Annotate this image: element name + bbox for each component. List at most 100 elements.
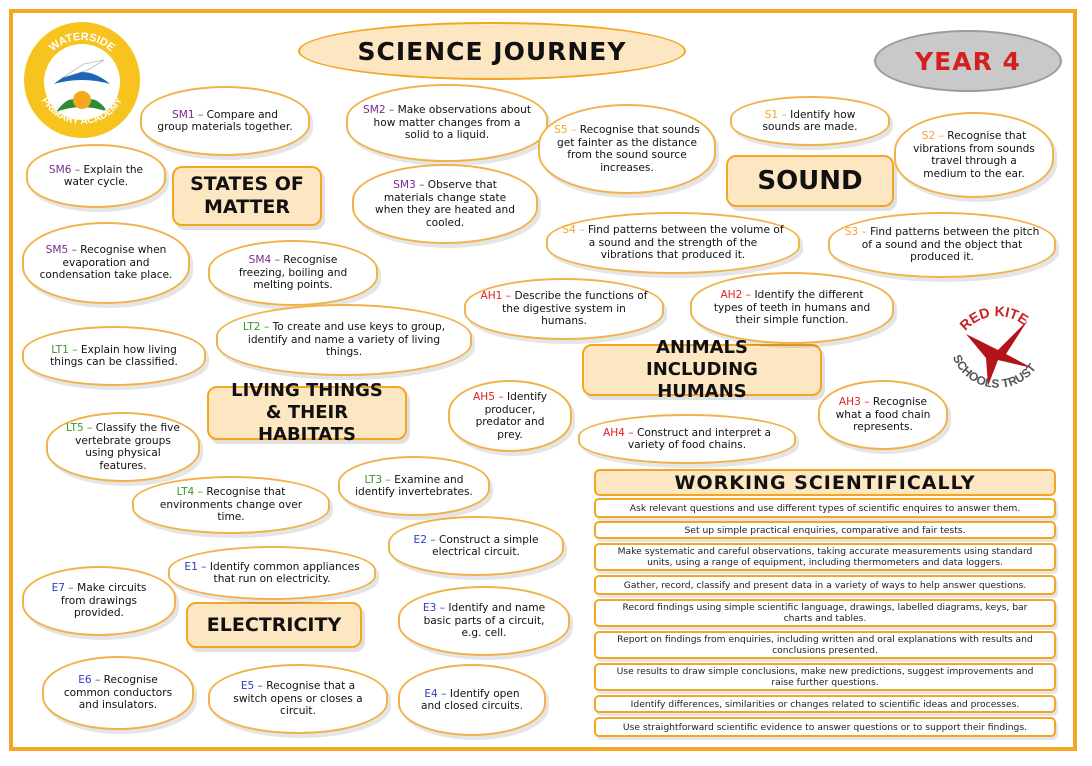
text-e5: Recognise that a switch opens or closes … — [233, 680, 363, 718]
objective-s2: S2 – Recognise that vibrations from soun… — [894, 112, 1054, 198]
code-lt3: LT3 – — [364, 473, 391, 486]
ws-item-text: Set up simple practical enquiries, compa… — [684, 524, 966, 536]
ws-item: Identify differences, similarities or ch… — [594, 695, 1056, 713]
text-ah3: Recognise what a food chain represents. — [835, 396, 931, 434]
page-border — [9, 9, 1077, 751]
text-lt4: Recognise that environments change over … — [159, 486, 303, 524]
objective-sm1: SM1 – Compare and group materials togeth… — [140, 86, 310, 156]
text-sm1: Compare and group materials together. — [157, 108, 293, 134]
objective-sm5: SM5 – Recognise when evaporation and con… — [22, 222, 190, 304]
working-scientifically-title-text: WORKING SCIENTIFICALLY — [674, 471, 976, 494]
code-sm3: SM3 – — [393, 179, 425, 191]
code-lt1: LT1 – — [51, 343, 78, 356]
code-ah4: AH4 – — [602, 426, 634, 439]
objective-lt2: LT2 – To create and use keys to group, i… — [216, 304, 472, 376]
objective-sm4: SM4 – Recognise freezing, boiling and me… — [208, 240, 378, 306]
text-e7: Make circuits from drawings provided. — [60, 582, 147, 620]
heading-electricity-text: ELECTRICITY — [206, 614, 342, 636]
code-e5: E5 – — [240, 680, 263, 693]
heading-sound: SOUND — [726, 155, 894, 207]
ws-item: Report on findings from enquiries, inclu… — [594, 631, 1056, 659]
objective-ah3: AH3 – Recognise what a food chain repres… — [818, 380, 948, 450]
code-lt2: LT2 – — [242, 321, 270, 334]
text-sm4: Recognise freezing, boiling and melting … — [238, 254, 348, 292]
objective-ah4: AH4 – Construct and interpret a variety … — [578, 414, 796, 464]
text-s5: Recognise that sounds get fainter as the… — [556, 124, 700, 174]
heading-states-of-matter: STATES OF MATTER — [172, 166, 322, 226]
code-e3: E3 – — [422, 602, 446, 615]
ws-item: Use results to draw simple conclusions, … — [594, 663, 1056, 691]
code-ah5: AH5 – — [473, 391, 504, 403]
code-s2: S2 – — [921, 130, 944, 142]
code-s3: S3 – — [844, 226, 867, 239]
ws-item-text: Use straightforward scientific evidence … — [622, 721, 1028, 733]
year-badge: YEAR 4 — [874, 30, 1062, 92]
text-sm5: Recognise when evaporation and condensat… — [39, 244, 173, 282]
text-e3: Identify and name basic parts of a circu… — [423, 602, 546, 640]
ws-item-text: Use results to draw simple conclusions, … — [616, 666, 1034, 688]
objective-e2: E2 – Construct a simple electrical circu… — [388, 516, 564, 576]
text-sm2: Make observations about how matter chang… — [373, 104, 532, 142]
objective-e5: E5 – Recognise that a switch opens or cl… — [208, 664, 388, 734]
objective-s1: S1 – Identify how sounds are made. — [730, 96, 890, 146]
text-lt5: Classify the five vertebrate groups usin… — [75, 422, 180, 472]
objective-ah1: AH1 – Describe the functions of the dige… — [464, 278, 664, 340]
text-ah2: Identify the different types of teeth in… — [713, 289, 871, 327]
code-e2: E2 – — [413, 533, 436, 546]
objective-s5: S5 – Recognise that sounds get fainter a… — [538, 104, 716, 194]
code-sm5: SM5 – — [45, 244, 77, 257]
text-s1: Identify how sounds are made. — [762, 108, 858, 134]
objective-e3: E3 – Identify and name basic parts of a … — [398, 586, 570, 656]
ws-item-text: Report on findings from enquiries, inclu… — [617, 634, 1033, 656]
code-lt4: LT4 – — [176, 486, 203, 499]
heading-living-things-text: LIVING THINGS & THEIR HABITATS — [231, 380, 383, 445]
heading-sound-text: SOUND — [757, 166, 863, 196]
objective-s3: S3 – Find patterns between the pitch of … — [828, 212, 1056, 278]
text-e2: Construct a simple electrical circuit. — [432, 533, 539, 559]
heading-living-things: LIVING THINGS & THEIR HABITATS — [207, 380, 407, 445]
code-s1: S1 – — [764, 108, 787, 121]
working-scientifically-title: WORKING SCIENTIFICALLY — [594, 469, 1056, 496]
text-e4: Identify open and closed circuits. — [420, 687, 524, 713]
code-e1: E1 – — [184, 560, 207, 573]
objective-e4: E4 – Identify open and closed circuits. — [398, 664, 546, 736]
objective-lt4: LT4 – Recognise that environments change… — [132, 476, 330, 534]
objective-e7: E7 – Make circuits from drawings provide… — [22, 566, 176, 636]
code-ah3: AH3 – — [838, 396, 870, 409]
text-ah4: Construct and interpret a variety of foo… — [627, 426, 772, 452]
heading-animals-text: ANIMALS INCLUDING HUMANS — [646, 337, 758, 402]
objective-e6: E6 – Recognise common conductors and ins… — [42, 656, 194, 730]
heading-electricity: ELECTRICITY — [186, 602, 362, 648]
ws-item-text: Ask relevant questions and use different… — [629, 502, 1021, 514]
ws-item-text: Record findings using simple scientific … — [622, 602, 1028, 624]
ws-item-text: Make systematic and careful observations… — [617, 546, 1033, 568]
objective-lt5: LT5 – Classify the five vertebrate group… — [46, 412, 200, 482]
code-s4: S4 – — [562, 224, 585, 237]
ws-item: Make systematic and careful observations… — [594, 543, 1056, 571]
text-lt3: Examine and identify invertebrates. — [355, 473, 473, 499]
ws-item-text: Gather, record, classify and present dat… — [623, 579, 1027, 591]
code-lt5: LT5 – — [66, 422, 93, 434]
objective-s4: S4 – Find patterns between the volume of… — [546, 212, 800, 274]
waterside-logo: WATERSIDE PRIMARY ACADEMY — [24, 22, 140, 138]
ws-item-text: Identify differences, similarities or ch… — [630, 698, 1020, 710]
ws-item: Use straightforward scientific evidence … — [594, 717, 1056, 737]
code-sm1: SM1 – — [171, 108, 204, 121]
heading-animals: ANIMALS INCLUDING HUMANS — [582, 337, 822, 402]
objective-ah5: AH5 – Identify producer, predator and pr… — [448, 380, 572, 452]
text-ah5: Identify producer, predator and prey. — [475, 391, 547, 441]
code-sm2: SM2 – — [362, 104, 395, 117]
objective-lt3: LT3 – Examine and identify invertebrates… — [338, 456, 490, 516]
code-ah2: AH2 – — [720, 289, 752, 302]
code-e7: E7 – — [51, 582, 74, 595]
code-s5: S5 – — [554, 124, 577, 136]
heading-states-of-matter-text: STATES OF MATTER — [190, 173, 304, 218]
ws-item: Set up simple practical enquiries, compa… — [594, 521, 1056, 539]
kite-bird-icon — [966, 320, 1032, 386]
ws-item: Gather, record, classify and present dat… — [594, 575, 1056, 595]
objective-e1: E1 – Identify common appliances that run… — [168, 546, 376, 600]
text-sm3: Observe that materials change state when… — [375, 179, 515, 229]
objective-lt1: LT1 – Explain how living things can be c… — [22, 326, 206, 386]
text-ah1: Describe the functions of the digestive … — [502, 290, 648, 328]
code-sm6: SM6 – — [48, 163, 81, 176]
